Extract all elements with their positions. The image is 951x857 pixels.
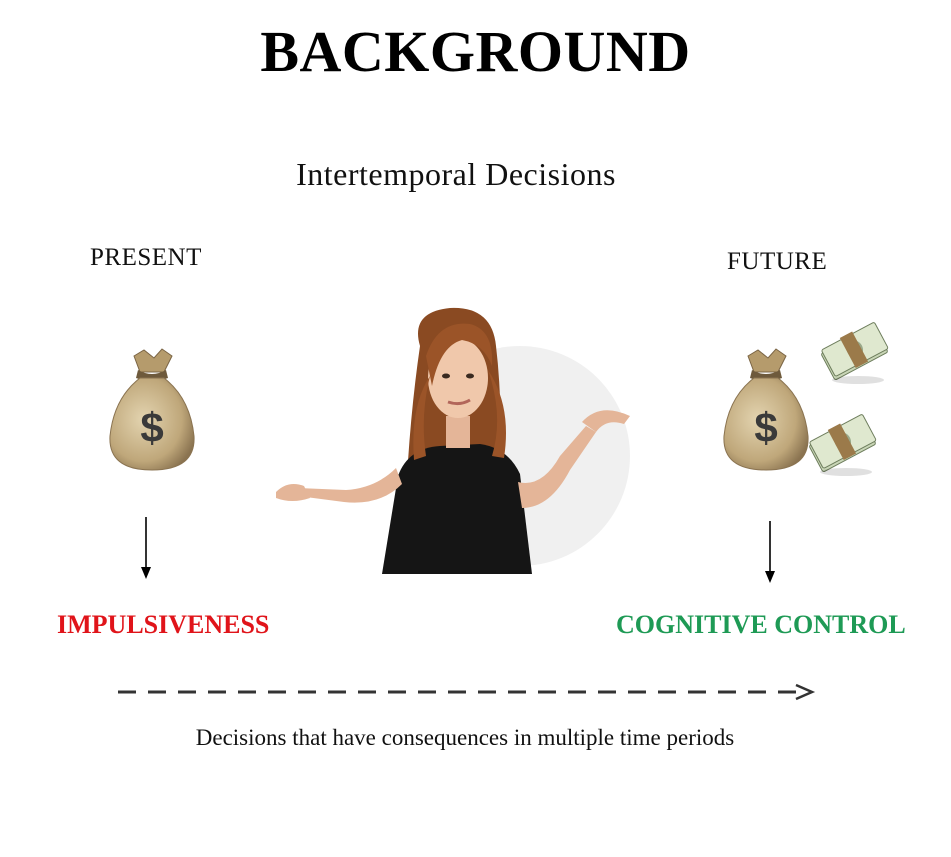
timeline-arrow <box>118 683 816 701</box>
cash-bundle-icon <box>809 414 877 476</box>
slide-subtitle: Intertemporal Decisions <box>296 156 616 192</box>
cognitive-control-label: COGNITIVE CONTROL <box>616 610 906 639</box>
present-label: PRESENT <box>90 244 202 271</box>
dollar-sign: $ <box>754 404 777 451</box>
slide-title: BACKGROUND <box>260 19 691 84</box>
money-bag-icon: $ <box>109 348 195 471</box>
money-bag-icon: $ <box>723 348 809 471</box>
timeline-caption: Decisions that have consequences in mult… <box>195 725 735 750</box>
down-arrow-icon <box>765 521 775 583</box>
impulsiveness-label: IMPULSIVENESS <box>57 610 270 639</box>
down-arrow-icon <box>141 517 151 579</box>
cash-bundle-icon <box>821 322 889 384</box>
shrugging-woman-illustration <box>276 307 630 574</box>
future-label: FUTURE <box>727 248 828 275</box>
dollar-sign: $ <box>140 404 163 451</box>
